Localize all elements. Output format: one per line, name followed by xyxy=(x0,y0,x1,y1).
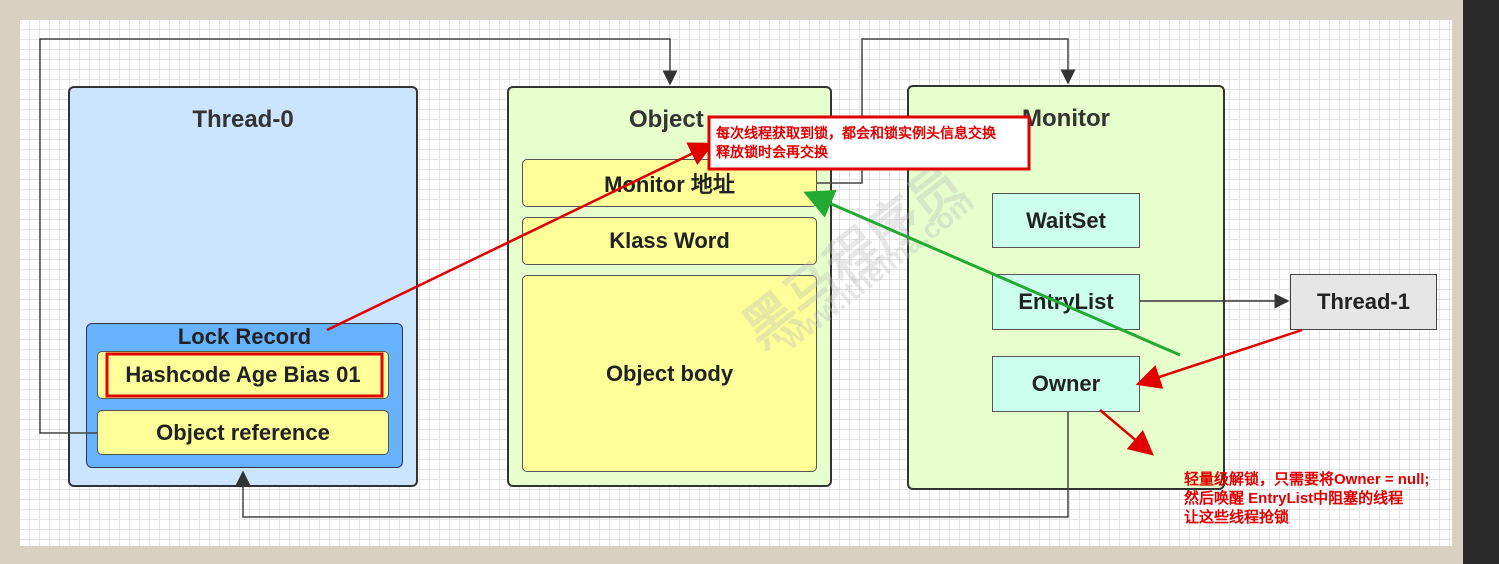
object-field-monitor-address: Monitor 地址 xyxy=(522,159,817,207)
top-note-line2: 释放锁时会再交换 xyxy=(716,144,828,160)
monitor-field-owner: Owner xyxy=(992,356,1140,412)
lock-field-object-reference: Object reference xyxy=(97,410,389,455)
monitor-field-waitset: WaitSet xyxy=(992,193,1140,248)
object-field-klass-word: Klass Word xyxy=(522,217,817,265)
bottom-note-line3: 让这些线程抢锁 xyxy=(1184,509,1290,526)
thread-0-title: Thread-0 xyxy=(192,106,294,133)
right-edge-strip xyxy=(1463,0,1499,564)
lock-field-hashcode: Hashcode Age Bias 01 xyxy=(97,351,389,399)
top-note-line1: 每次线程获取到锁，都会和锁实例头信息交换 xyxy=(716,125,996,141)
lock-record-title: Lock Record xyxy=(177,324,312,349)
monitor-field-entrylist: EntryList xyxy=(992,274,1140,330)
bottom-note-line2: 然后唤醒 EntryList中阻塞的线程 xyxy=(1184,490,1404,507)
bottom-note-line1: 轻量级解锁，只需要将Owner = null; xyxy=(1184,471,1430,488)
thread-1-box: Thread-1 xyxy=(1290,274,1437,330)
